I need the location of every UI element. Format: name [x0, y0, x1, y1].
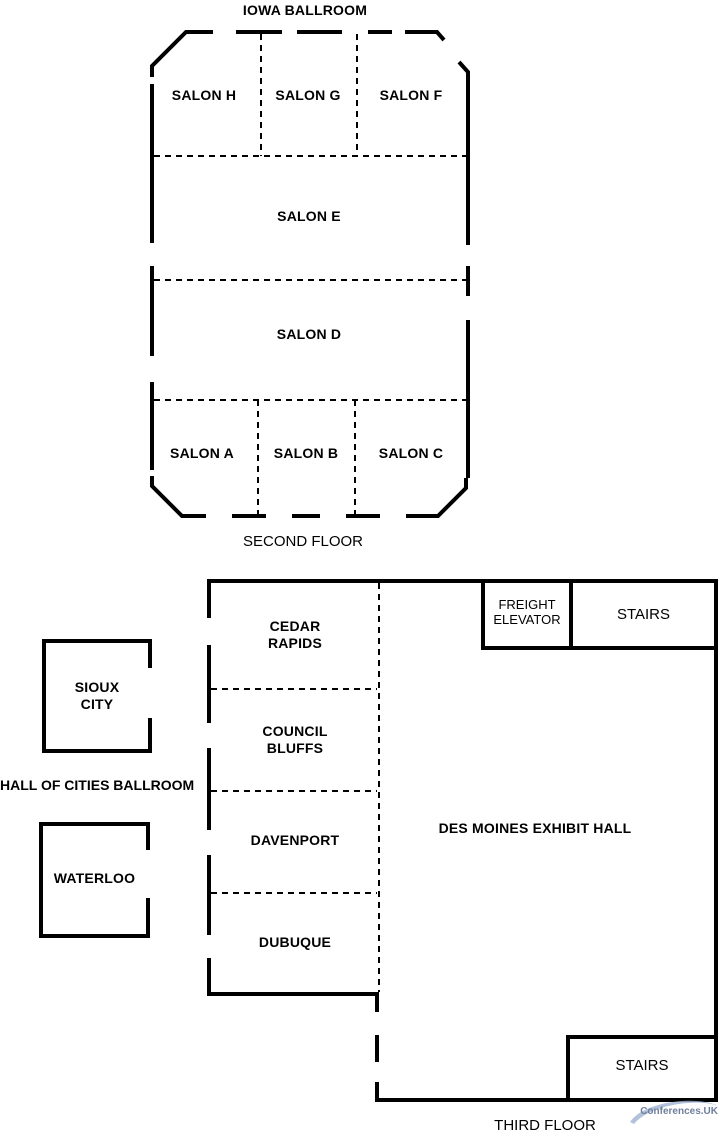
dubuque-label: DUBUQUE	[258, 934, 332, 950]
third-floor-walls	[39, 579, 718, 1102]
second-floor-label: SECOND FLOOR	[242, 533, 363, 550]
salon-h-label: SALON H	[171, 87, 237, 103]
stairs-top-label: STAIRS	[616, 606, 671, 623]
waterloo-label: WATERLOO	[53, 870, 136, 886]
exhibit-hall-label: DES MOINES EXHIBIT HALL	[438, 820, 632, 836]
council-bluffs-label: COUNCIL BLUFFS	[262, 723, 328, 756]
salon-e-label: SALON E	[277, 208, 341, 224]
salon-c-label: SALON C	[378, 445, 444, 461]
stairs-bottom-label: STAIRS	[615, 1057, 669, 1074]
watermark-logo-mark	[630, 1100, 718, 1124]
davenport-label: DAVENPORT	[250, 832, 340, 848]
salon-g-label: SALON G	[275, 87, 341, 103]
salon-f-label: SALON F	[379, 87, 443, 103]
salon-b-label: SALON B	[273, 445, 339, 461]
iowa-ballroom-title: IOWA BALLROOM	[242, 2, 368, 18]
salon-a-label: SALON A	[170, 445, 234, 461]
third-floor-label: THIRD FLOOR	[494, 1117, 596, 1134]
second-floor-partitions	[154, 34, 466, 514]
sioux-city-label: SIOUX CITY	[74, 679, 120, 712]
watermark-logo: Conferences.UK	[640, 1106, 718, 1117]
freight-elevator-label: FREIGHT ELEVATOR	[493, 597, 561, 627]
second-floor-walls	[150, 30, 470, 518]
hall-of-cities-label: HALL OF CITIES BALLROOM	[0, 777, 195, 793]
third-floor-partitions	[211, 583, 380, 992]
salon-d-label: SALON D	[276, 326, 342, 342]
cedar-rapids-label: CEDAR RAPIDS	[267, 618, 323, 651]
